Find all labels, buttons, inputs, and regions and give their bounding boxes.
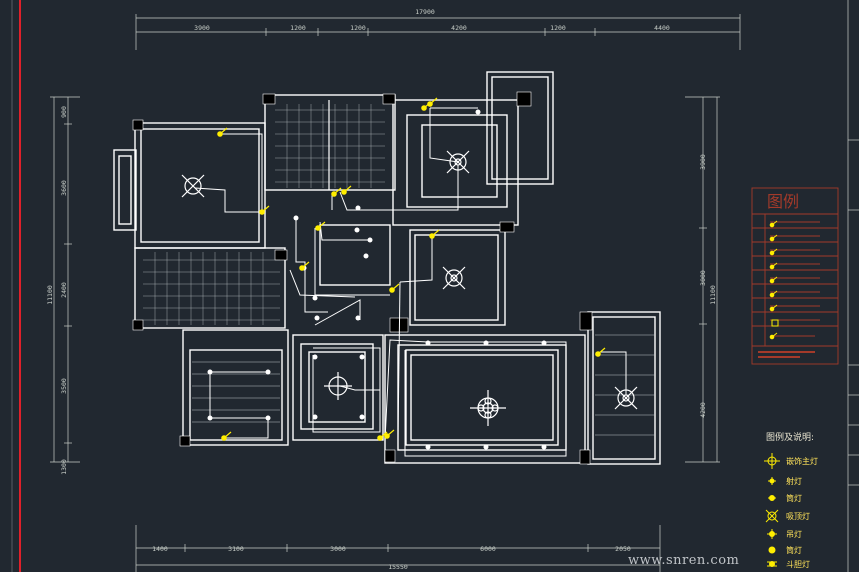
top-dim-2: 1200 xyxy=(290,24,306,32)
stamp-switch-icons xyxy=(769,220,779,340)
switch-icon xyxy=(221,431,232,441)
switch-icon xyxy=(389,283,400,293)
bottom-dim-1: 1400 xyxy=(152,545,168,553)
legend-label-1: 嵌饰主灯 xyxy=(786,456,818,466)
down-light-icon xyxy=(768,495,776,501)
legend-stamp-box xyxy=(751,187,839,365)
switch-icon xyxy=(384,429,395,439)
ceiling-lamp-icon xyxy=(442,266,466,290)
ceiling-lamp-icon xyxy=(765,509,779,523)
legend-label-2: 射灯 xyxy=(786,476,802,486)
switch-icon xyxy=(217,127,228,137)
switch-icon xyxy=(259,205,270,215)
wall-pillars xyxy=(132,91,593,465)
top-dim-4: 4200 xyxy=(451,24,467,32)
left-dim-4: 3500 xyxy=(60,378,68,394)
switch-icon xyxy=(427,97,438,107)
spot-lights xyxy=(207,109,547,450)
right-dim-3: 4200 xyxy=(699,402,707,418)
legend-title: 图例及说明: xyxy=(766,431,814,443)
floor-plan xyxy=(113,71,661,465)
switch-icon xyxy=(429,229,440,239)
legend-label-7: 斗胆灯 xyxy=(786,559,810,569)
switch-icon xyxy=(421,101,432,111)
switches xyxy=(217,97,606,441)
watermark: www.snren.com xyxy=(628,553,739,568)
right-total-dim: 11100 xyxy=(709,285,717,305)
legend-label-4: 吸顶灯 xyxy=(786,511,810,521)
right-dimension-group xyxy=(685,96,720,463)
bottom-dimension-group xyxy=(135,525,661,572)
tile-grid-kitchen xyxy=(143,252,280,325)
pendant-main-lamp-icon xyxy=(470,390,506,426)
top-dim-1: 3900 xyxy=(194,24,210,32)
wiring-lines xyxy=(194,107,627,457)
legend-label-3: 筒灯 xyxy=(786,493,802,503)
pendant-main-lamp-icon xyxy=(764,453,780,469)
legend-label-6: 筒灯 xyxy=(786,545,802,555)
switch-icon xyxy=(299,261,310,271)
right-dim-1: 3900 xyxy=(699,154,707,170)
bottom-dim-3: 3000 xyxy=(330,545,346,553)
top-total-dim: 17900 xyxy=(415,8,435,16)
legend-label-5: 吊灯 xyxy=(786,529,802,539)
switch-icon xyxy=(377,431,388,441)
switch-icon xyxy=(595,347,606,357)
left-dim-3: 2400 xyxy=(60,282,68,298)
switch-icon xyxy=(341,185,352,195)
ceiling-lamp-icon xyxy=(614,386,638,410)
ceiling-lamp-icon xyxy=(181,174,205,198)
ceiling-lamp-icon xyxy=(446,150,470,174)
switch-icon xyxy=(331,187,342,197)
top-dim-5: 1200 xyxy=(550,24,566,32)
bottom-total-dim: 15550 xyxy=(388,563,408,571)
bottom-dim-2: 3100 xyxy=(228,545,244,553)
stamp-box-title: 图例 xyxy=(767,192,799,211)
right-dim-2: 3000 xyxy=(699,270,707,286)
top-dim-6: 4400 xyxy=(654,24,670,32)
left-dim-1: 900 xyxy=(60,106,68,118)
bucket-light-icon xyxy=(767,561,777,567)
hanging-lamp-icon xyxy=(324,372,352,400)
hanging-lamp-icon xyxy=(767,529,777,539)
balcony-slats xyxy=(595,334,655,436)
top-dim-3: 1200 xyxy=(350,24,366,32)
top-dimension-group xyxy=(135,14,741,50)
left-dim-2: 3600 xyxy=(60,180,68,196)
bottom-dim-4: 6000 xyxy=(480,545,496,553)
left-total-dim: 11100 xyxy=(46,285,54,305)
title-block-edge xyxy=(847,0,859,572)
tile-grid-bath xyxy=(275,100,385,190)
lamp-fixtures xyxy=(181,150,638,426)
bottom-dim-5: 2050 xyxy=(615,545,631,553)
spot-light-icon xyxy=(768,477,776,485)
left-dimension-group xyxy=(50,96,80,463)
floor-planks xyxy=(192,361,280,423)
switch-icon xyxy=(315,221,326,231)
down-light-icon xyxy=(768,546,776,554)
left-dim-5: 1300 xyxy=(60,459,68,475)
legend-icons xyxy=(764,453,780,567)
wall-outline xyxy=(113,71,661,465)
